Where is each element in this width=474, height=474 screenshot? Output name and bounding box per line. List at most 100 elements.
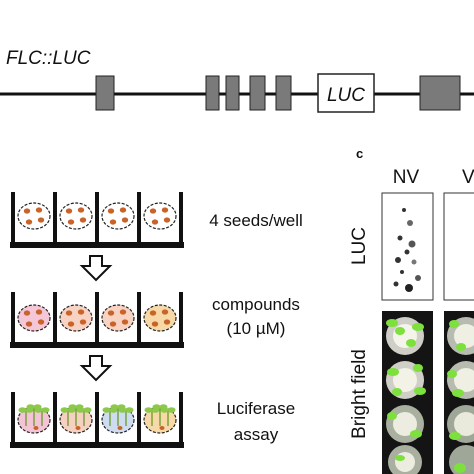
seedling-leaf-icon [26, 404, 35, 410]
exon-6 [419, 75, 461, 111]
agar-medium [59, 202, 93, 230]
plate-divider [53, 392, 57, 445]
workflow-step-labels: 4 seeds/well compounds (10 µM) Luciferas… [209, 211, 303, 444]
well-strip-3 [10, 392, 184, 448]
seedling-leaf-icon [118, 407, 127, 413]
row-label-luc: LUC [349, 227, 370, 265]
seed-icon [35, 207, 43, 213]
seedling-leaf-icon [68, 404, 77, 410]
workflow-arrows [79, 255, 113, 382]
seed-icon [163, 217, 171, 223]
workflow-wells [10, 192, 184, 448]
seed-icon [151, 219, 159, 225]
step-2-label-line-2: (10 µM) [227, 319, 286, 338]
seed-icon [109, 219, 117, 225]
seed-icon [25, 321, 33, 327]
seed-icon [119, 207, 127, 213]
seed-icon [161, 309, 169, 315]
seed-icon [151, 321, 159, 327]
step-2-label-line-1: compounds [212, 295, 300, 314]
seedling-leaf-icon [76, 407, 85, 413]
step-1-label: 4 seeds/well [209, 211, 303, 230]
seed-icon [117, 426, 123, 430]
seedling-leaf-icon [110, 404, 119, 410]
plate-divider [179, 192, 183, 245]
seed-icon [33, 426, 39, 430]
agar-medium [59, 304, 93, 332]
seedling-leaf-icon [102, 407, 111, 413]
exon-2 [205, 75, 220, 111]
luc-reporter-label: LUC [327, 85, 365, 106]
seed-icon [75, 426, 81, 430]
down-arrow-icon [79, 355, 113, 382]
agar-medium [143, 304, 177, 332]
construct-label: FLC::LUC [6, 48, 91, 69]
plate-divider [179, 292, 183, 345]
plate-divider [11, 192, 15, 245]
column-header-nv: NV [393, 167, 420, 188]
seedling-leaf-icon [125, 407, 134, 413]
seedling-leaf-icon [18, 407, 27, 413]
plate-divider [137, 292, 141, 345]
exon-3 [225, 75, 240, 111]
seed-icon [67, 219, 75, 225]
seed-icon [23, 208, 31, 214]
seed-icon [149, 208, 157, 214]
seedling-leaf-icon [34, 407, 43, 413]
plate-divider [11, 392, 15, 445]
seed-icon [79, 217, 87, 223]
seed-icon [37, 319, 45, 325]
seedling-leaf-icon [41, 407, 50, 413]
agar-medium [17, 202, 51, 230]
plate-divider [137, 192, 141, 245]
seedlings-v [447, 320, 466, 473]
step-3-label-line-1: Luciferase [217, 399, 295, 418]
well-strip-1 [10, 192, 184, 248]
plate-divider [95, 292, 99, 345]
seed-icon [79, 319, 87, 325]
seedling-leaf-icon [60, 407, 69, 413]
seed-icon [67, 321, 75, 327]
seed-icon [121, 319, 129, 325]
plate-divider [53, 192, 57, 245]
gene-construct: FLC::LUC LUC [0, 48, 474, 113]
plate-divider [179, 392, 183, 445]
seedling-leaf-icon [152, 404, 161, 410]
seed-icon [65, 310, 73, 316]
step-3-label-line-2: assay [234, 425, 279, 444]
well-strip-2 [10, 292, 184, 348]
luc-image-nv [381, 192, 434, 301]
exon-4 [249, 75, 266, 111]
luminescence-spots [393, 208, 421, 292]
down-arrow-icon [79, 255, 113, 282]
seed-icon [109, 321, 117, 327]
seedling-leaf-icon [167, 407, 176, 413]
seed-icon [77, 207, 85, 213]
seed-icon [149, 310, 157, 316]
seed-icon [107, 310, 115, 316]
seedling-leaf-icon [160, 407, 169, 413]
exon-1 [95, 75, 115, 111]
plate-divider [95, 392, 99, 445]
row-label-bright-field: Bright field [349, 349, 370, 439]
agar-medium [17, 304, 51, 332]
seed-icon [25, 219, 33, 225]
luc-reporter-box [317, 73, 375, 113]
seed-icon [119, 309, 127, 315]
luc-image-v [443, 192, 474, 301]
agar-medium [101, 304, 135, 332]
seed-icon [161, 207, 169, 213]
seed-icon [163, 319, 171, 325]
seedling-leaf-icon [83, 407, 92, 413]
agar-medium [143, 202, 177, 230]
agar-medium [101, 202, 135, 230]
exon-5 [275, 75, 292, 111]
seed-icon [159, 426, 165, 430]
seed-icon [121, 217, 129, 223]
seed-icon [65, 208, 73, 214]
panel-c-label: c [356, 146, 363, 161]
seedlings-nv [386, 319, 426, 461]
seedling-leaf-icon [144, 407, 153, 413]
seed-icon [23, 310, 31, 316]
